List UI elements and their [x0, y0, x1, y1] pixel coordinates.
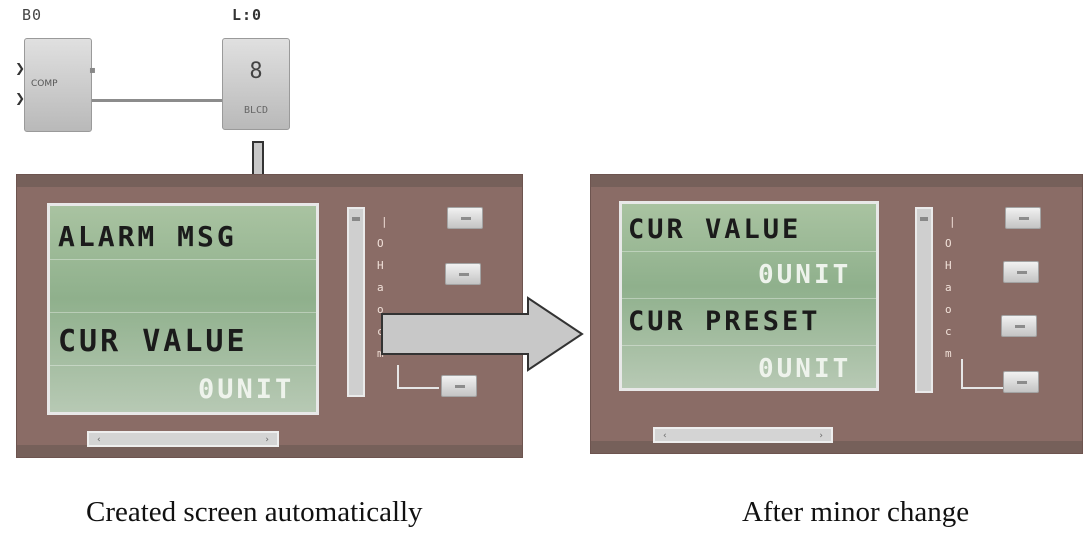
panel-top-band — [591, 175, 1082, 187]
compare-block-label: B0 — [22, 6, 43, 24]
panel-top-band — [17, 175, 522, 187]
led-indicator: O — [377, 237, 384, 250]
compare-block-text: COMP — [31, 79, 58, 89]
led-indicator: O — [945, 237, 952, 250]
led-indicator: c — [945, 325, 952, 338]
button-bracket — [397, 365, 439, 389]
led-indicator: m — [945, 347, 952, 360]
scroll-left-icon[interactable]: ‹ — [97, 435, 101, 445]
lcd-row-divider — [50, 365, 316, 366]
compare-block[interactable]: ❯ ❯ COMP ▪ — [15, 38, 96, 132]
led-indicator: a — [945, 281, 952, 294]
panel-button-2[interactable] — [1003, 261, 1039, 283]
display-block-value: 8 — [249, 59, 263, 84]
led-indicator: H — [945, 259, 952, 272]
panel-button-4[interactable] — [441, 375, 477, 397]
lcd-row-divider — [622, 251, 876, 252]
led-indicator: o — [945, 303, 952, 316]
lcd-line-1: ALARM MSG — [58, 220, 237, 253]
lcd-line-3: CUR PRESET — [628, 306, 821, 337]
lcd-row-divider — [622, 345, 876, 346]
led-indicator: a — [377, 281, 384, 294]
panel-bottom-band — [17, 445, 522, 457]
button-bracket — [961, 359, 1003, 389]
scroll-left-icon[interactable]: ‹ — [663, 431, 667, 441]
horizontal-scrollbar[interactable]: ‹ › — [87, 431, 279, 447]
vertical-scrollbar[interactable] — [347, 207, 365, 397]
panel-button-1[interactable] — [447, 207, 483, 229]
led-indicator: c — [377, 325, 384, 338]
lcd-row-divider — [50, 259, 316, 260]
lcd-row-divider — [50, 312, 316, 313]
vertical-scrollbar[interactable] — [915, 207, 933, 393]
display-block[interactable]: 8 BLCD — [222, 38, 290, 130]
lcd-line-3: CUR VALUE — [58, 324, 248, 359]
led-indicator: H — [377, 259, 384, 272]
input-pin-icon: ❯ — [15, 91, 26, 105]
horizontal-scrollbar[interactable]: ‹ › — [653, 427, 833, 443]
panel-bottom-band — [591, 441, 1082, 453]
hmi-panel-modified: CUR VALUE 0UNIT CUR PRESET 0UNIT ‹ › | O… — [590, 174, 1083, 454]
panel-button-2[interactable] — [445, 263, 481, 285]
display-block-sublabel: BLCD — [243, 105, 269, 116]
lcd-line-2: 0UNIT — [758, 260, 852, 290]
caption-after-change: After minor change — [742, 496, 970, 528]
lcd-screen: ALARM MSG CUR VALUE 0UNIT — [47, 203, 319, 415]
right-arrow-icon — [381, 296, 584, 372]
scroll-right-icon[interactable]: › — [819, 431, 823, 441]
panel-button-1[interactable] — [1005, 207, 1041, 229]
led-indicator: m — [377, 347, 384, 360]
output-pin-icon: ▪ — [89, 65, 96, 76]
caption-created-screen: Created screen automatically — [86, 496, 423, 528]
display-block-label: L:0 — [232, 6, 263, 24]
lcd-line-1: CUR VALUE — [628, 214, 802, 245]
lcd-line-4: 0UNIT — [758, 354, 852, 384]
scroll-right-icon[interactable]: › — [265, 435, 269, 445]
lcd-screen: CUR VALUE 0UNIT CUR PRESET 0UNIT — [619, 201, 879, 391]
connection-wire — [92, 99, 222, 102]
led-indicator: | — [949, 215, 956, 228]
lcd-line-4: 0UNIT — [198, 374, 295, 405]
input-pin-icon: ❯ — [15, 61, 26, 75]
lcd-row-divider — [622, 298, 876, 299]
panel-button-4[interactable] — [1003, 371, 1039, 393]
panel-button-3[interactable] — [1001, 315, 1037, 337]
led-indicator: o — [377, 303, 384, 316]
led-indicator: | — [381, 215, 388, 228]
